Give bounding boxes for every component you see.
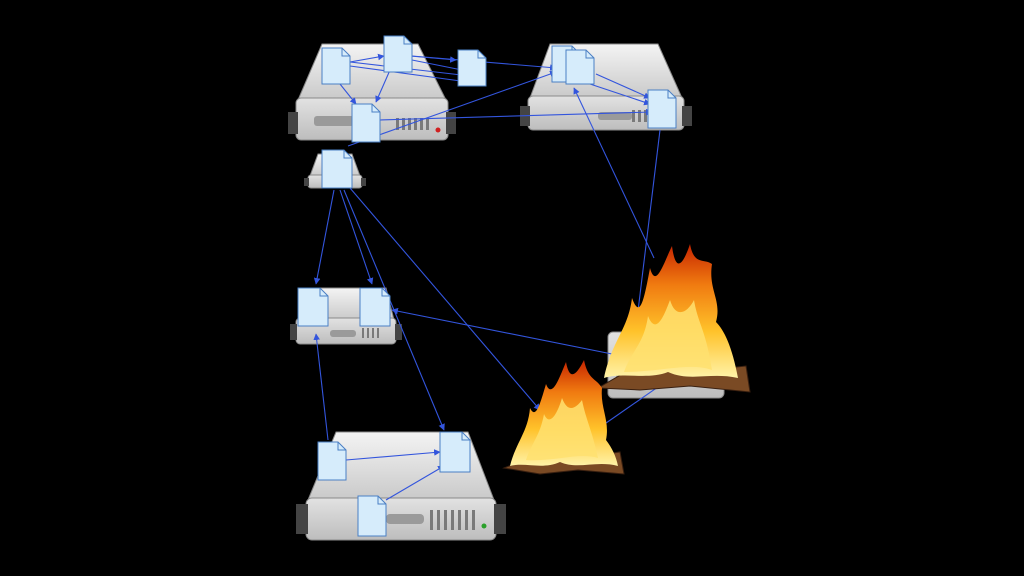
arrow xyxy=(349,65,469,85)
document-icon xyxy=(357,495,387,537)
document-icon xyxy=(317,441,347,481)
document-fold xyxy=(371,104,380,113)
arrow xyxy=(391,307,623,357)
arrow xyxy=(313,333,329,441)
document-icon xyxy=(321,47,351,85)
arrow xyxy=(375,69,391,103)
document-icon xyxy=(439,431,471,473)
arrow xyxy=(573,87,655,259)
document-fold xyxy=(667,90,676,99)
arrow xyxy=(345,449,441,461)
document-fold xyxy=(461,432,470,441)
fire-small xyxy=(502,360,625,475)
document-icon xyxy=(351,103,381,143)
document-fold xyxy=(477,50,486,59)
document-icon xyxy=(297,287,329,327)
document-fold xyxy=(377,496,386,505)
document-icon xyxy=(383,35,413,73)
document-icon xyxy=(321,149,353,189)
document-fold xyxy=(341,48,350,57)
document-fold xyxy=(337,442,346,451)
document-fold xyxy=(319,288,328,297)
arrow xyxy=(339,189,374,285)
document-fold xyxy=(403,36,412,45)
document-icon xyxy=(565,49,595,85)
document-fold xyxy=(381,288,390,297)
arrow xyxy=(347,70,557,147)
document-icon xyxy=(457,49,487,87)
arrow xyxy=(385,465,445,501)
document-icon xyxy=(359,287,391,327)
arrow xyxy=(349,53,385,63)
arrow-layer xyxy=(313,53,669,501)
arrow xyxy=(313,189,335,285)
arrow xyxy=(583,81,651,106)
fire-large xyxy=(596,244,751,393)
document-fold xyxy=(585,50,594,59)
document-fold xyxy=(343,150,352,159)
documents-layer xyxy=(297,35,677,537)
arrow xyxy=(349,187,541,411)
arrow xyxy=(595,73,651,99)
arrow xyxy=(339,83,357,105)
document-icon xyxy=(647,89,677,129)
